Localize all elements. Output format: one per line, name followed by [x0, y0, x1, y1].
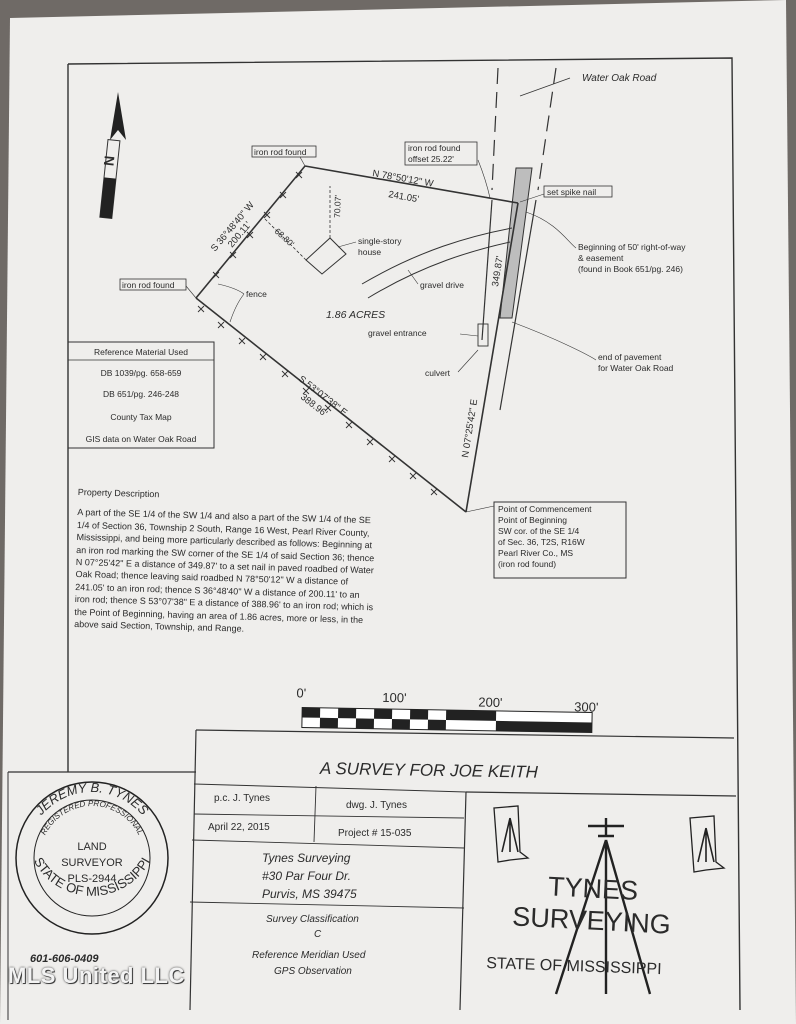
- large-tripod-icon: [554, 818, 652, 995]
- svg-text:100': 100': [382, 690, 406, 705]
- meridian-label: Reference Meridian Used: [252, 950, 366, 961]
- survey-title: A SURVEY FOR JOE KEITH: [319, 759, 539, 782]
- culvert-label: culvert: [425, 368, 451, 378]
- project-number: Project # 15-035: [338, 828, 412, 839]
- prepared-by: p.c. J. Tynes: [214, 793, 270, 804]
- spike-nail-label: set spike nail: [547, 187, 596, 197]
- phone-number: 601-606-0409: [30, 953, 99, 965]
- svg-text:(iron rod found): (iron rod found): [498, 559, 556, 569]
- mls-watermark: MLS United LLC: [8, 963, 185, 988]
- svg-text:N: N: [100, 155, 117, 167]
- svg-text:DB 1039/pg. 658-659: DB 1039/pg. 658-659: [101, 368, 182, 378]
- end-of-pavement-label: end of pavement: [598, 352, 662, 362]
- svg-text:0': 0': [296, 685, 306, 700]
- svg-text:County Tax Map: County Tax Map: [110, 412, 172, 422]
- row-label-3: (found in Book 651/pg. 246): [578, 264, 683, 274]
- iron-rod-w-label: iron rod found: [122, 280, 175, 290]
- house-label: single-story: [358, 236, 402, 246]
- row-label: Beginning of 50' right-of-way: [578, 242, 686, 252]
- iron-rod-offset-label: iron rod found: [408, 143, 461, 153]
- company-name: Tynes Surveying: [262, 851, 351, 865]
- house-dim-north: 70.07': [332, 194, 343, 218]
- mississippi-map-icon-right: [689, 815, 726, 873]
- iron-rod-offset-label-2: offset 25.22': [408, 154, 454, 164]
- gravel-drive: gravel drive: [361, 227, 513, 299]
- meridian-value: GPS Observation: [274, 966, 352, 977]
- company-city: Purvis, MS 39475: [262, 887, 357, 901]
- svg-text:SW cor. of the SE 1/4: SW cor. of the SE 1/4: [498, 526, 580, 536]
- end-of-pavement-label-2: for Water Oak Road: [598, 363, 674, 373]
- road-label: Water Oak Road: [582, 73, 657, 84]
- company-address: #30 Par Four Dr.: [262, 869, 351, 883]
- gravel-drive-label: gravel drive: [420, 280, 464, 290]
- survey-date: April 22, 2015: [208, 822, 270, 833]
- svg-text:PLS-2944: PLS-2944: [68, 873, 117, 885]
- water-oak-road: Water Oak Road: [481, 67, 657, 411]
- logo-line-3: STATE OF MISSISSIPPI: [486, 955, 662, 978]
- svg-text:DB 651/pg. 246-248: DB 651/pg. 246-248: [103, 389, 179, 399]
- property-description: Property Description A part of the SE 1/…: [74, 486, 378, 639]
- svg-text:LAND: LAND: [77, 841, 106, 853]
- drawn-by: dwg. J. Tynes: [346, 800, 407, 811]
- reference-material-box: Reference Material Used DB 1039/pg. 658-…: [67, 341, 215, 449]
- mississippi-map-icon: [493, 805, 530, 863]
- row-label-2: & easement: [578, 253, 624, 263]
- north-arrow-icon: N: [99, 92, 126, 219]
- svg-text:SURVEYOR: SURVEYOR: [61, 857, 123, 869]
- iron-rod-nw-label: iron rod found: [254, 147, 307, 157]
- classification-label: Survey Classification: [266, 914, 359, 925]
- svg-text:300': 300': [574, 699, 598, 714]
- north-distance: 241.05': [387, 189, 419, 205]
- classification-value: C: [314, 929, 322, 940]
- logo-line-1: TYNES: [547, 871, 638, 906]
- drawing-border: [67, 57, 741, 1011]
- east-distance: 349.87': [490, 255, 506, 287]
- svg-text:Point of Commencement: Point of Commencement: [498, 504, 592, 514]
- acreage-label: 1.86 ACRES: [326, 309, 385, 321]
- svg-text:Pearl River Co., MS: Pearl River Co., MS: [498, 548, 573, 558]
- svg-text:GIS data on Water Oak Road: GIS data on Water Oak Road: [86, 434, 197, 444]
- title-block: A SURVEY FOR JOE KEITH p.c. J. Tynes dwg…: [189, 729, 737, 1011]
- property-boundary: [195, 165, 519, 513]
- tripod-icon-right: [697, 827, 715, 863]
- house-label-2: house: [358, 247, 381, 257]
- svg-text:of Sec. 36, T2S, R16W: of Sec. 36, T2S, R16W: [498, 537, 585, 547]
- property-description-body: A part of the SE 1/4 of the SW 1/4 and a…: [74, 507, 375, 634]
- svg-text:Reference Material Used: Reference Material Used: [94, 347, 188, 357]
- scale-bar: 0' 100' 200' 300': [296, 685, 599, 734]
- svg-text:Point of Beginning: Point of Beginning: [498, 515, 567, 525]
- gravel-entrance-label: gravel entrance: [368, 328, 427, 338]
- fence-label: fence: [246, 289, 267, 299]
- fence-marks: [197, 171, 438, 496]
- commencement-box: Point of Commencement Point of Beginning…: [465, 501, 627, 579]
- tripod-icon: [501, 817, 519, 853]
- svg-text:200': 200': [478, 695, 502, 710]
